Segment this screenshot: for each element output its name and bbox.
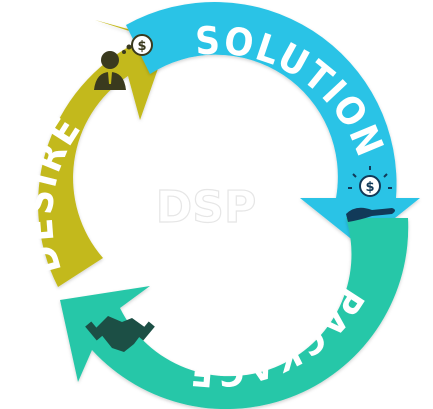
package-segment [60, 218, 409, 409]
handshake-icon [85, 316, 155, 352]
svg-text:$: $ [365, 180, 374, 195]
desire-segment [38, 20, 168, 287]
center-label: DSP [156, 182, 256, 233]
svg-text:$: $ [137, 39, 146, 54]
solution-segment [126, 2, 420, 246]
businessman-money-thought-icon: $ [94, 34, 153, 90]
idea-money-hand-icon: $ [346, 166, 395, 222]
